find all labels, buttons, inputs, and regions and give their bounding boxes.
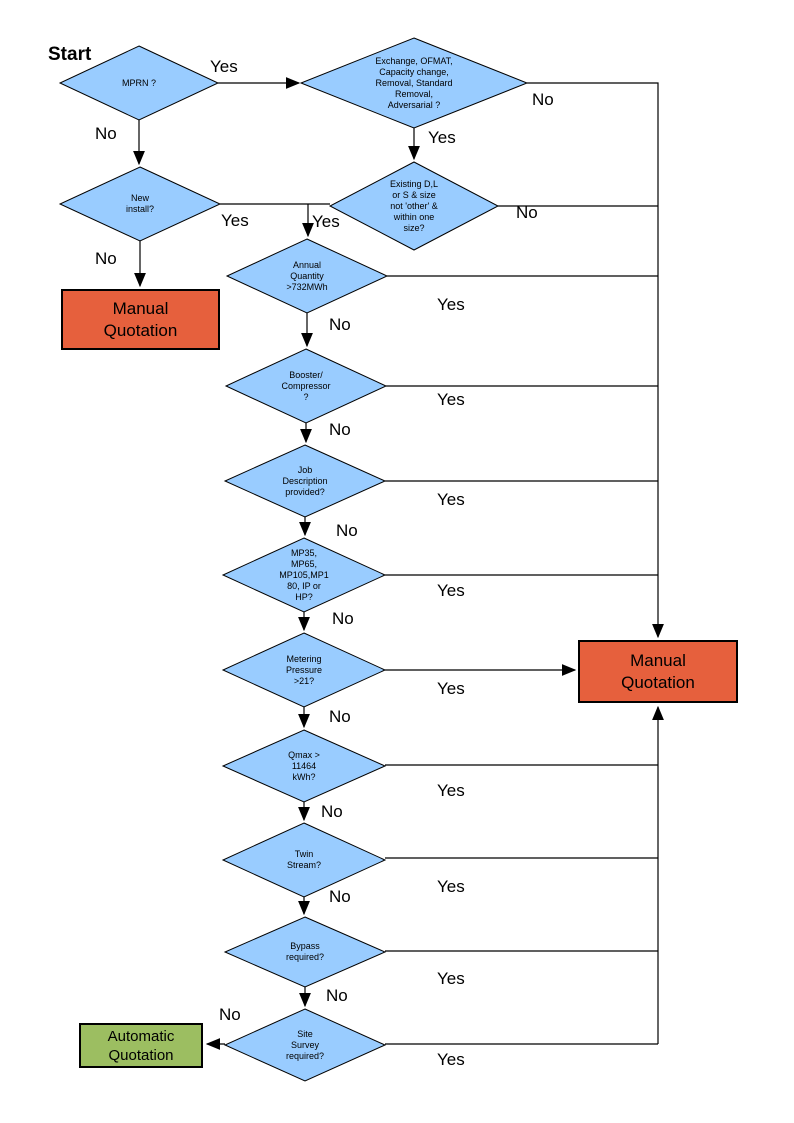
edge-label-exchange-no: No: [532, 90, 554, 109]
edge-label-site-yes: Yes: [437, 1050, 465, 1069]
edge-label-new-install-no: No: [95, 249, 117, 268]
edge-label-metering-yes: Yes: [437, 679, 465, 698]
edge-label-mprn-no: No: [95, 124, 117, 143]
decision-new-install-shape: [58, 166, 222, 242]
decision-mp-shape: [221, 537, 387, 613]
decision-job-shape: [223, 444, 387, 518]
decision-annual-shape: [225, 238, 389, 314]
edge-label-mprn-yes: Yes: [210, 57, 238, 76]
edge-label-mp-no: No: [332, 609, 354, 628]
edge-label-booster-yes: Yes: [437, 390, 465, 409]
connectors: [133, 77, 664, 1050]
edge-exchange-no-line: [527, 82, 664, 639]
edge-label-existing-yes: Yes: [312, 212, 340, 231]
edge-label-booster-no: No: [329, 420, 351, 439]
decision-twin-shape: [221, 822, 387, 898]
edge-label-existing-no: No: [516, 203, 538, 222]
automatic-quotation-box: Automatic Quotation: [79, 1023, 203, 1068]
edge-label-qmax-yes: Yes: [437, 781, 465, 800]
decision-booster-shape: [224, 348, 388, 424]
decision-mprn-shape: [58, 45, 220, 121]
decision-existing-shape: [328, 161, 500, 251]
decision-exchange-shape: [299, 37, 529, 129]
edge-label-mp-yes: Yes: [437, 581, 465, 600]
edge-label-twin-no: No: [329, 887, 351, 906]
start-label: Start: [48, 44, 92, 65]
decision-shapes: [58, 37, 529, 1082]
edge-label-bypass-no: No: [326, 986, 348, 1005]
edge-label-annual-yes: Yes: [437, 295, 465, 314]
edge-label-exchange-yes: Yes: [428, 128, 456, 147]
edge-label-metering-no: No: [329, 707, 351, 726]
decision-qmax-shape: [221, 729, 387, 803]
decision-metering-shape: [221, 632, 387, 708]
manual-quotation-box-right: Manual Quotation: [578, 640, 738, 703]
decision-bypass-shape: [223, 916, 387, 988]
edge-label-job-no: No: [336, 521, 358, 540]
edge-label-site-no: No: [219, 1005, 241, 1024]
edge-label-new-install-yes: Yes: [221, 211, 249, 230]
edge-label-qmax-no: No: [321, 802, 343, 821]
edge-label-job-yes: Yes: [437, 490, 465, 509]
edge-label-twin-yes: Yes: [437, 877, 465, 896]
decision-site-shape: [223, 1008, 387, 1082]
manual-quotation-box-left: Manual Quotation: [61, 289, 220, 350]
edge-label-bypass-yes: Yes: [437, 969, 465, 988]
edge-label-annual-no: No: [329, 315, 351, 334]
